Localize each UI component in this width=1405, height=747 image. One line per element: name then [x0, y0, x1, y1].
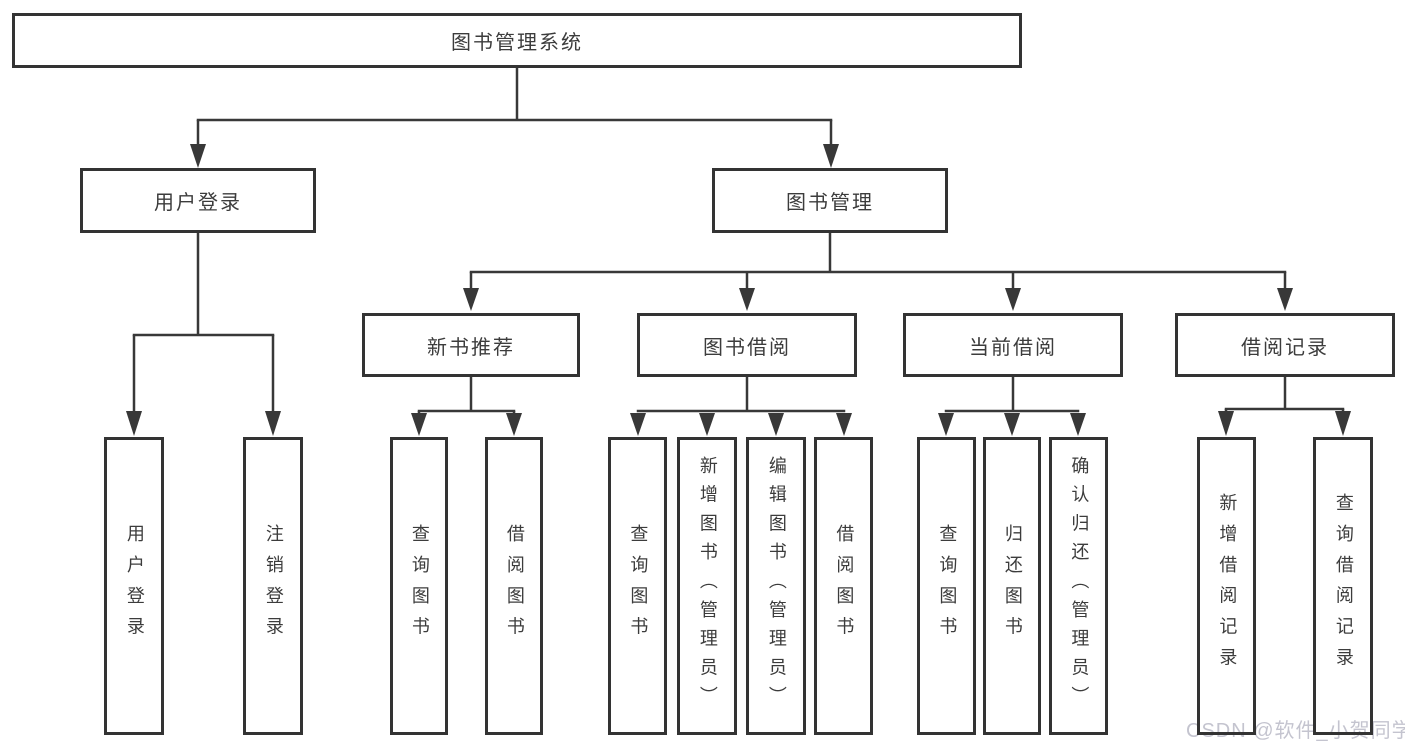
leaf-borrow-query-books: 查询图书 [608, 437, 667, 735]
node-label: 当前借阅 [969, 336, 1057, 359]
node-label: 查询借阅记录 [1333, 493, 1354, 679]
node-label: 注销登录 [263, 524, 284, 648]
node-label: 借阅图书 [834, 524, 855, 648]
connector-borrow-to-leaves [630, 376, 852, 436]
node-label: 新增借阅记录 [1217, 493, 1238, 679]
node-current-borrowing: 当前借阅 [903, 313, 1123, 377]
connector-newbook-to-leaves [411, 376, 522, 436]
leaf-logout: 注销登录 [243, 437, 303, 735]
node-label: 图书管理 [786, 192, 874, 214]
leaf-user-login: 用户登录 [104, 437, 164, 735]
node-label: 查询图书 [409, 524, 430, 648]
connector-login-to-leaves [126, 232, 281, 436]
node-label: 借阅图书 [504, 524, 525, 648]
node-label: 编辑图书（管理员） [766, 456, 787, 716]
node-borrow-records: 借阅记录 [1175, 313, 1395, 377]
connector-records-to-leaves [1218, 376, 1351, 436]
node-label: 图书管理系统 [451, 32, 583, 54]
node-label: 查询图书 [628, 524, 649, 648]
node-label: 查询图书 [937, 524, 958, 648]
watermark: CSDN @软件_小贺同学 [1186, 720, 1405, 742]
node-book-borrowing: 图书借阅 [637, 313, 857, 377]
node-new-book-recommend: 新书推荐 [362, 313, 580, 377]
leaf-newbook-query-books: 查询图书 [390, 437, 448, 735]
node-user-login-branch: 用户登录 [80, 168, 316, 233]
leaf-borrow-books: 借阅图书 [814, 437, 873, 735]
leaf-current-query-books: 查询图书 [917, 437, 976, 735]
node-book-management-branch: 图书管理 [712, 168, 948, 233]
connector-current-to-leaves [938, 376, 1086, 436]
connector-management-to-sections [463, 232, 1293, 311]
leaf-add-books-admin: 新增图书（管理员） [677, 437, 737, 735]
node-label: 新书推荐 [427, 336, 515, 359]
leaf-newbook-borrow-books: 借阅图书 [485, 437, 543, 735]
node-label: 归还图书 [1002, 524, 1023, 648]
leaf-query-borrow-record: 查询借阅记录 [1313, 437, 1373, 735]
node-label: 确认归还（管理员） [1069, 456, 1090, 716]
node-label: 图书借阅 [703, 336, 791, 359]
connector-root-to-level2 [190, 68, 839, 168]
node-root-system: 图书管理系统 [12, 13, 1022, 68]
node-label: 用户登录 [124, 524, 145, 648]
leaf-add-borrow-record: 新增借阅记录 [1197, 437, 1256, 735]
node-label: 借阅记录 [1241, 336, 1329, 359]
node-label: 用户登录 [154, 192, 242, 214]
leaf-confirm-return-admin: 确认归还（管理员） [1049, 437, 1108, 735]
node-label: 新增图书（管理员） [697, 456, 718, 716]
leaf-return-books: 归还图书 [983, 437, 1041, 735]
leaf-edit-books-admin: 编辑图书（管理员） [746, 437, 806, 735]
